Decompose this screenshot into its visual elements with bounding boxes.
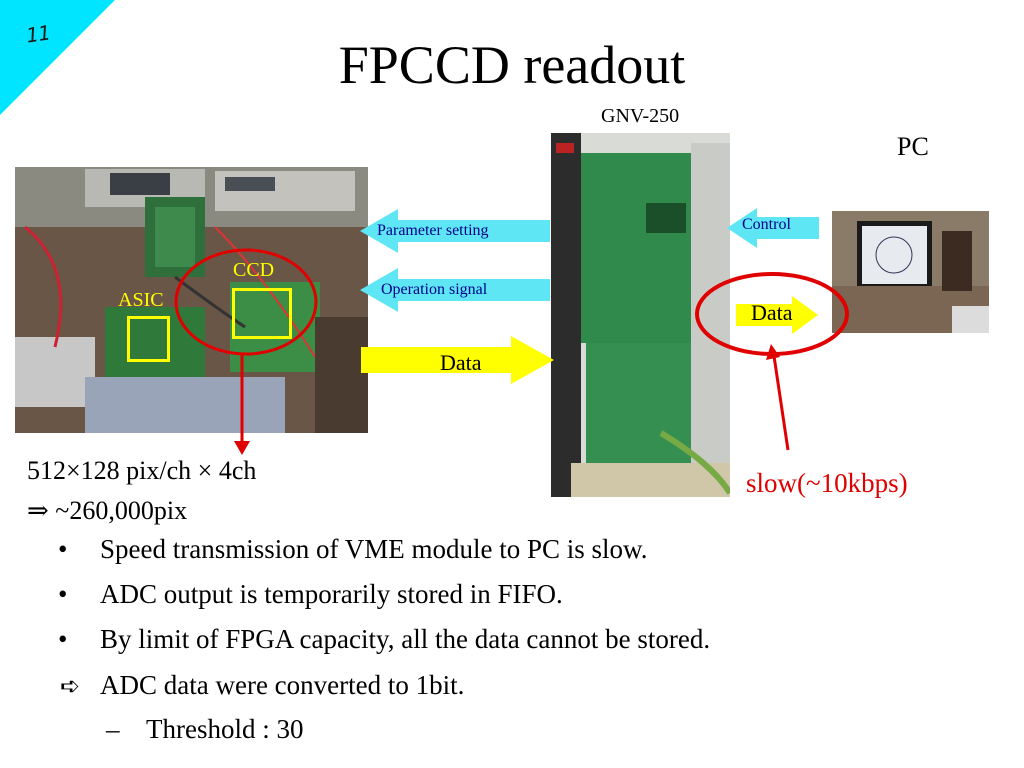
parameter-setting-arrow [360,209,550,253]
ccd-board-photo [15,167,368,433]
control-label: Control [742,216,791,233]
bullet-text: Threshold : 30 [146,714,304,744]
bullet-marker: • [58,579,68,609]
operation-signal-label: Operation signal [381,281,488,298]
pixel-spec-line1: 512×128 pix/ch × 4ch [27,456,257,485]
slow-transfer-note: slow(~10kbps) [746,468,908,498]
asic-highlight-box [127,316,170,362]
data-pc-label: Data [751,300,793,325]
parameter-setting-label: Parameter setting [377,222,489,239]
ccd-label: CCD [233,259,275,281]
bullet-marker: • [58,534,68,564]
pc-label: PC [897,132,929,161]
control-arrow [727,208,819,248]
ccd-red-ellipse [174,248,318,455]
bullet-text: ADC data were converted to 1bit. [100,670,465,700]
data-main-label: Data [440,350,482,375]
page-title: FPCCD readout [338,35,686,95]
bullet-text: Speed transmission of VME module to PC i… [100,534,648,564]
arrow-bullet-icon: ➪ [60,672,81,700]
pc-photo [832,211,989,333]
asic-label: ASIC [118,289,164,311]
bullet-text: ADC output is temporarily stored in FIFO… [100,579,563,609]
gnv250-label: GNV-250 [601,105,680,127]
data-red-ellipse [695,272,849,451]
gnv250-vme-photo [551,133,730,497]
slide-corner-tab [0,0,115,115]
bullet-marker: – [106,714,120,744]
bullet-text: By limit of FPGA capacity, all the data … [100,624,711,654]
bullet-marker: • [58,624,68,654]
pixel-spec-line2: ⇒ ~260,000pix [27,496,188,525]
operation-signal-arrow [360,268,550,312]
data-pc-arrow [736,296,818,334]
data-main-arrow [361,336,554,384]
ccd-highlight-box [232,288,292,339]
